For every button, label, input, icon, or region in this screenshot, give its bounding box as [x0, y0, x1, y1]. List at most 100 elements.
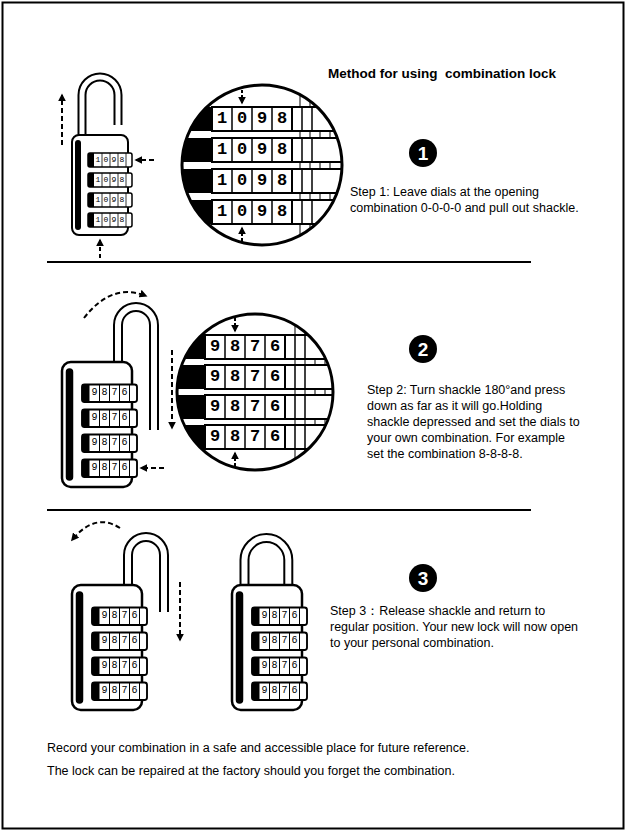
dashed-arrow [84, 292, 146, 318]
dashed-arrow [136, 159, 154, 161]
dial-ticks [302, 169, 312, 193]
lock [62, 362, 137, 487]
step-badge: 2 [409, 335, 437, 363]
dashed-arrow [72, 522, 120, 540]
dial-window: 9876 [92, 412, 132, 424]
dial-digits: 1098 [96, 175, 128, 185]
lock [72, 135, 132, 235]
dashed-arrow [99, 240, 101, 258]
dashed-arrow [241, 90, 243, 103]
dial-edge [285, 395, 345, 419]
step-text: Step 2: Turn shackle 180°and press down … [367, 382, 582, 462]
dial-shade [170, 395, 205, 419]
zoom-view [176, 80, 352, 250]
zoom-circle [182, 85, 342, 245]
title: Method for using combination lock [328, 65, 556, 83]
dial-digits: 9876 [102, 685, 142, 697]
dial-digits: 9876 [262, 685, 302, 697]
text-block: The lock can be repaired at the factory … [47, 763, 607, 779]
dial-ticks [302, 200, 312, 224]
dial-digits: 1098 [217, 140, 297, 160]
dial-digits: 9876 [102, 610, 142, 622]
dial-window: 1098 [96, 155, 128, 165]
step-number: 1 [418, 144, 429, 163]
dial-ticks [295, 365, 305, 389]
dial-shade [170, 365, 205, 389]
lock [232, 585, 307, 710]
dial-edge [285, 425, 345, 449]
dial-window: 9876 [102, 660, 142, 672]
shackle [82, 77, 118, 135]
dial-window: 9876 [92, 387, 132, 399]
dial-window: 9876 [92, 462, 132, 474]
dashed-arrow [141, 467, 164, 469]
dial-edge [285, 335, 345, 359]
dial-digits: 9876 [92, 412, 132, 424]
dial-digits: 9876 [210, 427, 290, 447]
step-number: 3 [418, 569, 429, 588]
shackle-highlight [82, 77, 118, 135]
dial-digits: 1098 [217, 202, 297, 222]
dial-digits: 1098 [96, 215, 128, 225]
dial-shade [176, 200, 212, 224]
dial-window: 9876 [210, 337, 290, 357]
dial-ticks [295, 395, 305, 419]
dashed-arrow [61, 95, 63, 145]
dial-digits: 9876 [210, 397, 290, 417]
dial-digits: 9876 [92, 437, 132, 449]
dial-digits: 9876 [102, 660, 142, 672]
zoom-ground [177, 314, 333, 470]
dial-window: 9876 [262, 685, 302, 697]
dial-window: 9876 [262, 635, 302, 647]
dashed-arrow [234, 453, 236, 466]
dial-window: 1098 [96, 215, 128, 225]
dashed-arrow [241, 228, 243, 241]
dial-window: 9876 [102, 610, 142, 622]
dial-digits: 1098 [217, 109, 297, 129]
dial-window: 1098 [217, 171, 297, 191]
dial-digits: 9876 [210, 367, 290, 387]
dial-digits: 9876 [92, 387, 132, 399]
page-border [3, 3, 624, 829]
dial-window: 9876 [262, 660, 302, 672]
dial-window: 9876 [210, 367, 290, 387]
zoom-view [170, 310, 345, 480]
dial-window: 1098 [217, 140, 297, 160]
dial-ticks [302, 138, 312, 162]
dial-shade [176, 107, 212, 131]
text-block: Step 1: Leave dials at the opening combi… [350, 184, 590, 216]
dial-digits: 9876 [102, 635, 142, 647]
dial-window: 1098 [217, 109, 297, 129]
lock [72, 585, 147, 710]
separator [47, 261, 531, 263]
dial-window: 9876 [262, 610, 302, 622]
zoom-ground [182, 85, 342, 245]
text-block: Step 2: Turn shackle 180°and press down … [367, 382, 582, 462]
dial-edge [285, 365, 345, 389]
shackle-highlight [245, 538, 289, 585]
separator [47, 509, 531, 511]
dial-window: 1098 [96, 195, 128, 205]
dial-digits: 9876 [210, 337, 290, 357]
dial-window: 9876 [102, 635, 142, 647]
step-number: 2 [418, 340, 429, 359]
dial-digits: 1098 [96, 195, 128, 205]
dial-digits: 9876 [262, 610, 302, 622]
step-badge: 1 [409, 139, 437, 167]
dial-window: 1098 [217, 202, 297, 222]
shackle [245, 538, 289, 585]
step-text: Step 1: Leave dials at the opening combi… [350, 184, 590, 216]
dial-digits: 9876 [262, 660, 302, 672]
dial-ticks [295, 335, 305, 359]
dial-digits: 1098 [96, 155, 128, 165]
dial-ticks [302, 107, 312, 131]
dial-edge [292, 200, 352, 224]
text-block: Record your combination in a safe and ac… [47, 740, 607, 756]
dial-window: 9876 [210, 427, 290, 447]
dial-digits: 9876 [262, 635, 302, 647]
step-text: Record your combination in a safe and ac… [47, 740, 607, 756]
dashed-arrow [234, 318, 236, 331]
step-badge: 3 [409, 564, 437, 592]
dial-digits: 9876 [92, 462, 132, 474]
